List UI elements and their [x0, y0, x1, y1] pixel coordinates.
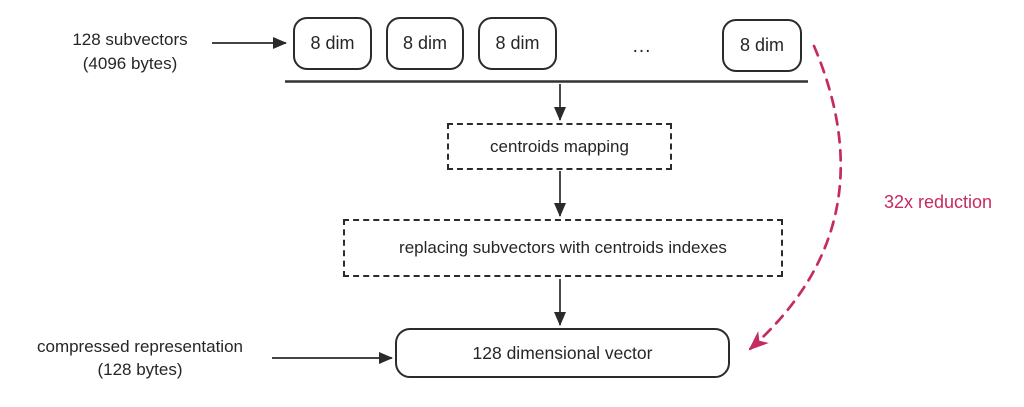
output-box: 128 dimensional vector: [395, 328, 730, 378]
output-box-label: 128 dimensional vector: [472, 342, 653, 363]
input-label-line1: 128 subvectors: [72, 30, 188, 49]
compressed-label: compressed representation (128 bytes): [15, 335, 265, 381]
input-label: 128 subvectors (4096 bytes): [45, 28, 215, 76]
input-label-line2: (4096 bytes): [82, 54, 178, 73]
step-replacing-subvectors: replacing subvectors with centroids inde…: [343, 219, 783, 277]
subvector-box-2-label: 8 dim: [402, 33, 447, 53]
subvector-box-1: 8 dim: [293, 17, 372, 70]
subvector-box-1-label: 8 dim: [310, 33, 355, 53]
reduction-label: 32x reduction: [884, 192, 993, 212]
subvector-box-3-label: 8 dim: [495, 33, 540, 53]
subvector-ellipsis: ...: [632, 36, 652, 57]
subvector-box-4-label: 8 dim: [739, 35, 784, 55]
step-centroids-mapping-label: centroids mapping: [490, 136, 629, 156]
step-replacing-subvectors-label: replacing subvectors with centroids inde…: [399, 238, 727, 257]
compressed-label-line2: (128 bytes): [97, 360, 183, 379]
subvector-box-2: 8 dim: [386, 17, 464, 70]
subvector-box-4: 8 dim: [722, 19, 802, 72]
step-centroids-mapping: centroids mapping: [447, 123, 672, 170]
reduction-arrow: [748, 44, 843, 351]
compressed-label-line1: compressed representation: [36, 337, 243, 356]
subvector-box-3: 8 dim: [478, 17, 557, 70]
